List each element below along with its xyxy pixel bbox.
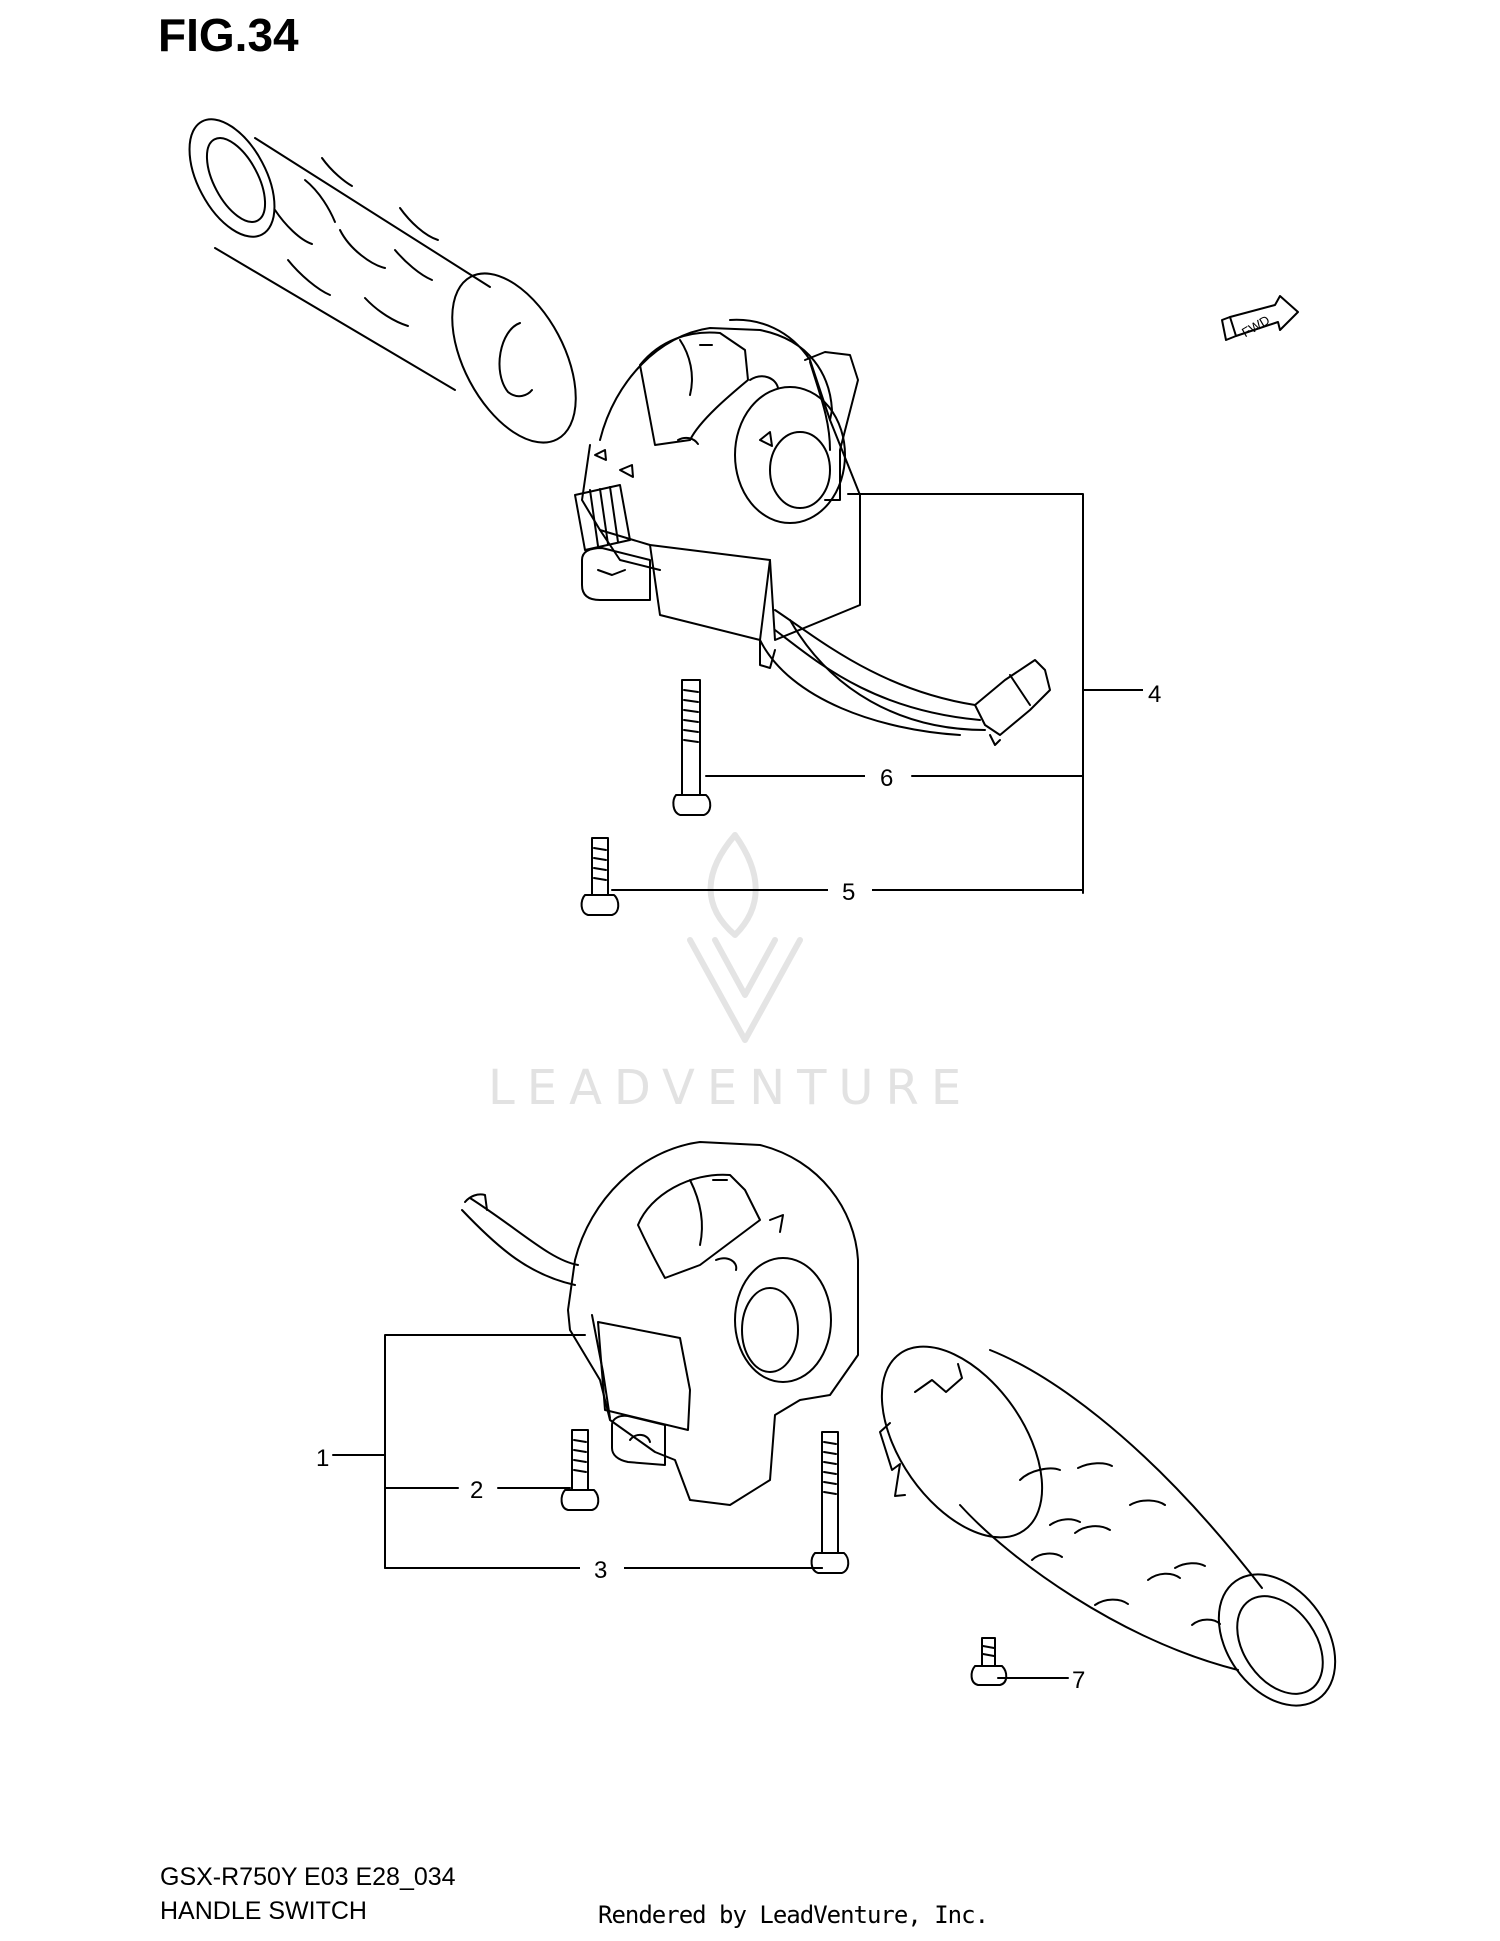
right-handle-grip (879, 1345, 1337, 1707)
callout-bracket-upper (611, 493, 1144, 894)
screw-part-5 (580, 837, 620, 916)
screw-part-7 (970, 1637, 1008, 1686)
callout-label-2: 2 (470, 1477, 483, 1504)
figure-title: FIG.34 (158, 9, 299, 61)
callout-label-4: 4 (1148, 681, 1161, 708)
watermark-logo (687, 832, 803, 1043)
callout-label-3: 3 (594, 1557, 607, 1584)
section-name: HANDLE SWITCH (160, 1897, 367, 1925)
callout-label-6: 6 (880, 765, 893, 792)
callout-bracket-lower (332, 1334, 1069, 1679)
model-code: GSX-R750Y E03 E28_034 (160, 1863, 456, 1891)
screw-part-6 (672, 679, 712, 816)
handle-switch-assy-right (574, 318, 1051, 746)
screw-part-3 (810, 1431, 850, 1574)
fwd-arrow-icon (1221, 295, 1299, 341)
rendered-by-credit: Rendered by LeadVenture, Inc. (598, 1901, 989, 1929)
callout-label-7: 7 (1072, 1667, 1085, 1694)
fwd-label: FWD (1239, 312, 1272, 340)
callout-label-5: 5 (842, 879, 855, 906)
handle-switch-assy-left (461, 1141, 859, 1506)
left-handle-grip (188, 118, 577, 444)
watermark-text: LEADVENTURE (488, 1060, 974, 1116)
screw-part-2 (560, 1429, 600, 1511)
callout-label-1: 1 (316, 1445, 329, 1472)
